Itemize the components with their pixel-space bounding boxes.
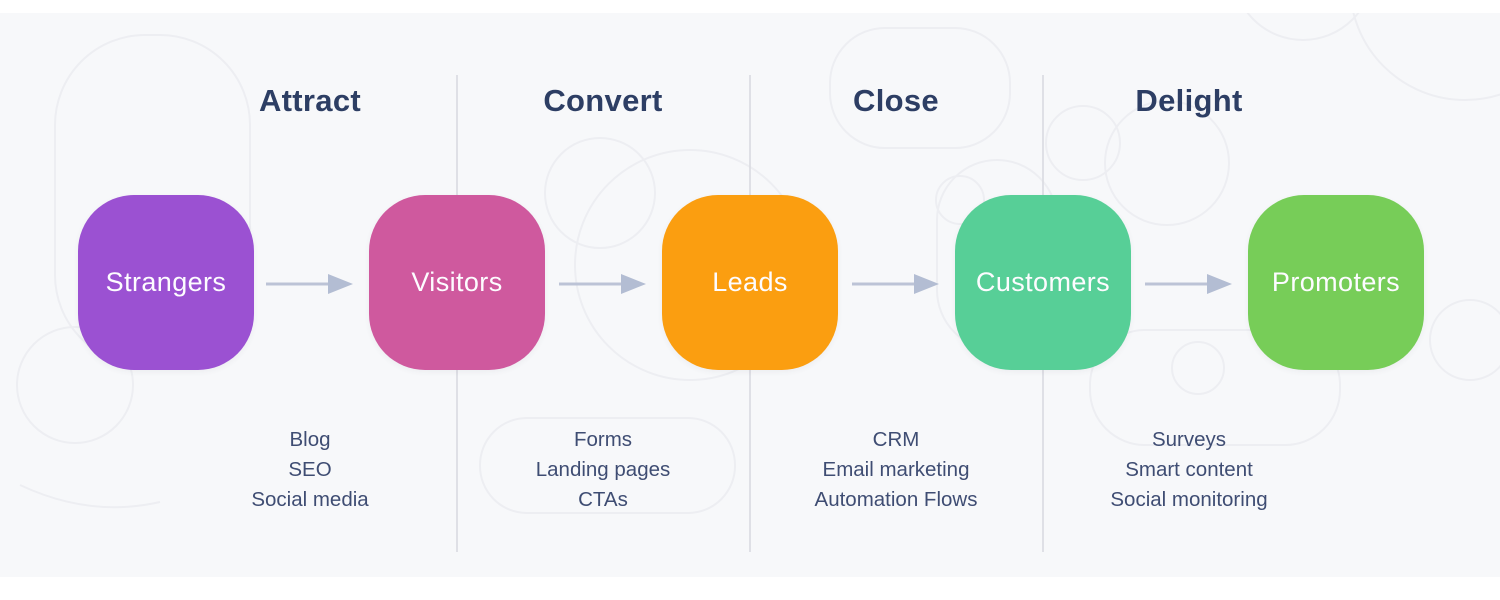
tactic-item: Automation Flows bbox=[814, 488, 978, 511]
stage-label: Promoters bbox=[1271, 267, 1401, 297]
tactic-item: CTAs bbox=[578, 488, 628, 511]
tactic-item: CRM bbox=[872, 428, 920, 451]
tactic-item: Social monitoring bbox=[1110, 488, 1268, 511]
arrow-right-icon bbox=[266, 274, 353, 294]
tactic-item: Landing pages bbox=[535, 458, 671, 481]
stage-box-customers: Customers bbox=[955, 195, 1131, 370]
tactics-list-close: CRM Email marketing Automation Flows bbox=[736, 425, 1056, 515]
stage-box-visitors: Visitors bbox=[369, 195, 545, 370]
tactic-item: Email marketing bbox=[822, 458, 970, 481]
tactic-item: SEO bbox=[288, 458, 332, 481]
tactics-list-attract: Blog SEO Social media bbox=[150, 425, 470, 515]
tactic-item: Forms bbox=[573, 428, 633, 451]
stage-box-strangers: Strangers bbox=[78, 195, 254, 370]
stage-label: Customers bbox=[975, 267, 1111, 297]
tactics-list-convert: Forms Landing pages CTAs bbox=[443, 425, 763, 515]
tactics-list-delight: Surveys Smart content Social monitoring bbox=[1029, 425, 1349, 515]
phase-heading-convert: Convert bbox=[543, 83, 663, 118]
stage-label: Leads bbox=[712, 267, 788, 297]
phase-heading-delight: Delight bbox=[1135, 83, 1243, 118]
phase-heading-attract: Attract bbox=[258, 83, 361, 118]
arrow-right-icon bbox=[852, 274, 939, 294]
tactic-item: Smart content bbox=[1125, 458, 1253, 481]
tactic-item: Social media bbox=[251, 488, 369, 511]
tactic-item: Blog bbox=[289, 428, 331, 451]
diagram-canvas: Attract Convert Close Delight Strangers … bbox=[0, 13, 1500, 577]
stage-box-promoters: Promoters bbox=[1248, 195, 1424, 370]
stage-label: Visitors bbox=[411, 267, 503, 297]
phase-heading-close: Close bbox=[853, 83, 939, 118]
arrow-right-icon bbox=[559, 274, 646, 294]
stage-label: Strangers bbox=[105, 267, 227, 297]
arrow-right-icon bbox=[1145, 274, 1232, 294]
background-decorations bbox=[16, 13, 1500, 514]
stage-box-leads: Leads bbox=[662, 195, 838, 370]
tactic-item: Surveys bbox=[1151, 428, 1227, 451]
